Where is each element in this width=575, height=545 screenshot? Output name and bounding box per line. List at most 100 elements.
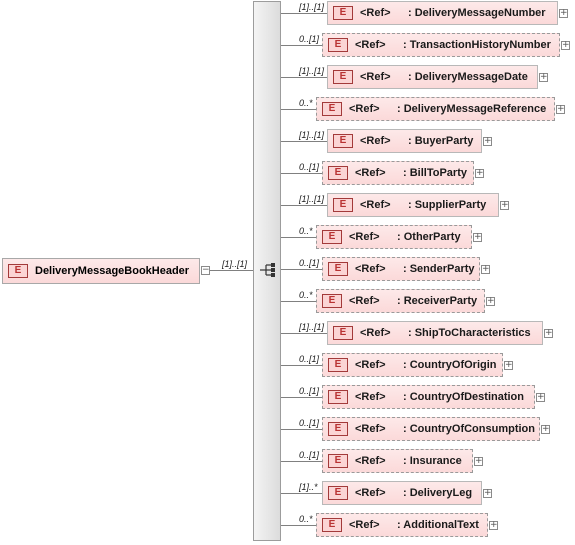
child-element-name: : CountryOfOrigin [403, 359, 497, 371]
child-element-box[interactable]: E<Ref>: ShipToCharacteristics [327, 321, 543, 345]
ref-label: <Ref> [355, 455, 386, 467]
ref-label: <Ref> [360, 199, 391, 211]
root-element-name: DeliveryMessageBookHeader [35, 265, 190, 277]
child-connector [281, 461, 322, 462]
child-element-name: : BuyerParty [408, 135, 474, 147]
child-element-box[interactable]: E <Ref> : TransactionHistoryNumber [322, 33, 560, 57]
child-element-box[interactable]: E<Ref>: DeliveryMessageNumber [327, 1, 558, 25]
child-connector [281, 109, 316, 110]
ref-label: <Ref> [355, 423, 386, 435]
expand-icon[interactable]: + [481, 264, 490, 274]
child-element-box[interactable]: E<Ref>: Insurance [322, 449, 473, 473]
ref-label: <Ref> [355, 391, 386, 403]
element-badge: E [328, 486, 348, 500]
child-element-box[interactable]: E<Ref>: DeliveryLeg [322, 481, 482, 505]
expand-icon[interactable]: + [559, 8, 568, 18]
child-connector [281, 45, 322, 46]
child-connector [281, 397, 322, 398]
expand-icon[interactable]: + [483, 488, 492, 498]
element-badge: E [333, 326, 353, 340]
child-element-name: : DeliveryLeg [403, 487, 473, 499]
child-element-box[interactable]: E <Ref> : CountryOfOrigin [322, 353, 503, 377]
child-element-box[interactable]: E<Ref>: DeliveryMessageDate [327, 65, 538, 89]
child-element-name: : SenderParty [403, 263, 475, 275]
expand-icon[interactable]: + [541, 424, 550, 434]
sequence-compositor-icon[interactable] [259, 262, 277, 278]
ref-label: <Ref> [360, 7, 391, 19]
child-element-name: : OtherParty [397, 231, 461, 243]
element-badge: E [328, 262, 348, 276]
expand-icon[interactable]: + [561, 40, 570, 50]
child-connector [281, 333, 327, 334]
expand-icon[interactable]: + [486, 296, 495, 306]
child-connector [281, 205, 327, 206]
expand-icon[interactable]: + [500, 200, 509, 210]
child-element-name: : SupplierParty [408, 199, 487, 211]
element-badge: E [333, 134, 353, 148]
child-cardinality: [1]..* [299, 482, 318, 492]
element-badge: E [333, 6, 353, 20]
child-cardinality: [1]..[1] [299, 322, 325, 332]
child-element-box[interactable]: E<Ref>: CountryOfConsumption [322, 417, 540, 441]
child-cardinality: 0..[1] [299, 450, 320, 460]
child-element-name: : AdditionalText [397, 519, 479, 531]
child-element-name: : CountryOfConsumption [403, 423, 535, 435]
child-connector [281, 301, 316, 302]
element-badge: E [333, 70, 353, 84]
child-element-name: : ReceiverParty [397, 295, 478, 307]
ref-label: <Ref> [349, 103, 380, 115]
element-badge: E [322, 294, 342, 308]
child-connector [281, 13, 327, 14]
child-element-name: : DeliveryMessageReference [397, 103, 547, 115]
ref-label: <Ref> [360, 135, 391, 147]
collapse-icon[interactable]: − [201, 265, 210, 275]
child-element-box[interactable]: E <Ref> : BuyerParty [327, 129, 482, 153]
child-cardinality: 0..* [299, 290, 313, 300]
element-badge: E [328, 38, 348, 52]
child-element-box[interactable]: E<Ref>: ReceiverParty [316, 289, 485, 313]
expand-icon[interactable]: + [475, 168, 484, 178]
child-element-box[interactable]: E<Ref>: BillToParty [322, 161, 474, 185]
child-element-name: : TransactionHistoryNumber [403, 39, 551, 51]
element-badge: E [328, 358, 348, 372]
child-element-name: : DeliveryMessageDate [408, 71, 528, 83]
ref-label: <Ref> [355, 359, 386, 371]
child-cardinality: 0..[1] [299, 386, 320, 396]
child-cardinality: [1]..[1] [299, 130, 325, 140]
child-element-box[interactable]: E<Ref>: SupplierParty [327, 193, 499, 217]
expand-icon[interactable]: + [536, 392, 545, 402]
child-cardinality: 0..[1] [299, 34, 320, 44]
child-cardinality: [1]..[1] [299, 194, 325, 204]
child-element-box[interactable]: E<Ref>: OtherParty [316, 225, 472, 249]
root-element-box[interactable]: E DeliveryMessageBookHeader [2, 258, 200, 284]
element-badge: E [322, 102, 342, 116]
child-element-box[interactable]: E <Ref> : AdditionalText [316, 513, 488, 537]
ref-label: <Ref> [349, 519, 380, 531]
child-element-box[interactable]: E <Ref> : DeliveryMessageReference [316, 97, 555, 121]
ref-label: <Ref> [355, 167, 386, 179]
expand-icon[interactable]: + [556, 104, 565, 114]
element-badge: E [328, 166, 348, 180]
child-element-name: : CountryOfDestination [403, 391, 524, 403]
child-connector [281, 173, 322, 174]
expand-icon[interactable]: + [544, 328, 553, 338]
expand-icon[interactable]: + [483, 136, 492, 146]
expand-icon[interactable]: + [474, 456, 483, 466]
child-connector [281, 141, 327, 142]
child-connector [281, 493, 322, 494]
expand-icon[interactable]: + [473, 232, 482, 242]
element-badge: E [322, 518, 342, 532]
ref-label: <Ref> [355, 39, 386, 51]
child-element-box[interactable]: E<Ref>: SenderParty [322, 257, 480, 281]
ref-label: <Ref> [349, 231, 380, 243]
expand-icon[interactable]: + [539, 72, 548, 82]
child-connector [281, 237, 316, 238]
child-cardinality: 0..[1] [299, 418, 320, 428]
child-element-box[interactable]: E<Ref>: CountryOfDestination [322, 385, 535, 409]
expand-icon[interactable]: + [504, 360, 513, 370]
root-cardinality: [1]..[1] [222, 259, 248, 269]
child-cardinality: [1]..[1] [299, 66, 325, 76]
expand-icon[interactable]: + [489, 520, 498, 530]
child-cardinality: 0..* [299, 514, 313, 524]
